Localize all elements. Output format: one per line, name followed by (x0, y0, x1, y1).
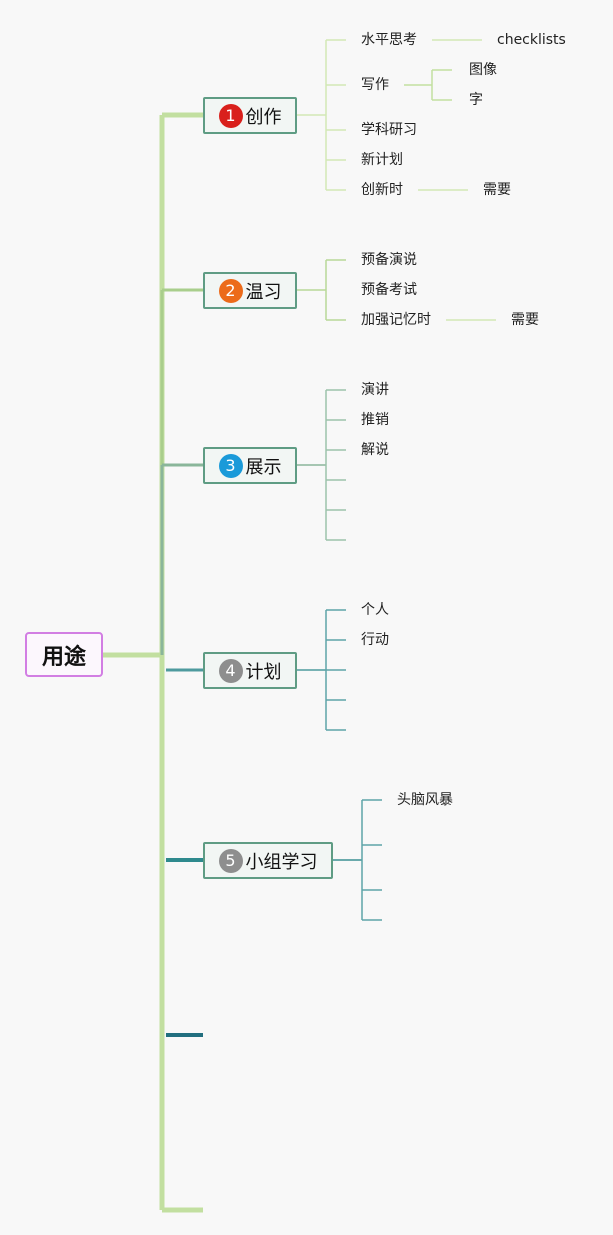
number-badge-icon: 4 (218, 658, 243, 683)
subtopic-label[interactable]: 新计划 (361, 152, 403, 168)
number-badge-icon: 3 (218, 453, 243, 478)
subtopic-label[interactable]: checklists (497, 32, 566, 48)
topic-label: 创作 (245, 106, 282, 128)
subtopic-label[interactable]: 需要 (483, 182, 511, 198)
t1-c2-line (404, 69, 452, 101)
subtopic-label[interactable]: 头脑风暴 (397, 792, 453, 808)
number-badge-icon: 5 (218, 848, 243, 873)
topic-node-3[interactable]: 3 展示 (203, 447, 297, 484)
subtopic-label[interactable]: 水平思考 (361, 32, 417, 48)
number-badge-icon: 2 (218, 278, 243, 303)
subtopic-label[interactable]: 预备演说 (361, 252, 417, 268)
t5-ticks (362, 799, 382, 921)
subtopic-label[interactable]: 演讲 (361, 382, 389, 398)
subtopic-label[interactable]: 预备考试 (361, 282, 417, 298)
subtopic-label[interactable]: 字 (469, 92, 483, 108)
t4-ticks (326, 609, 346, 731)
subtopic-label[interactable]: 解说 (361, 442, 389, 458)
root-node[interactable]: 用途 (25, 632, 103, 677)
t3-ticks (326, 389, 346, 541)
root-label: 用途 (41, 644, 86, 670)
topic-node-4[interactable]: 4 计划 (203, 652, 297, 689)
subtopic-label[interactable]: 行动 (361, 632, 389, 648)
topic-label: 小组学习 (245, 851, 318, 873)
topic-node-2[interactable]: 2 温习 (203, 272, 297, 309)
subtopic-label[interactable]: 个人 (361, 602, 389, 618)
topic-label: 展示 (245, 456, 282, 478)
subtopic-label[interactable]: 推销 (361, 412, 389, 428)
topic-node-1[interactable]: 1 创作 (203, 97, 297, 134)
topic-node-5[interactable]: 5 小组学习 (203, 842, 333, 879)
subtopic-label[interactable]: 学科研习 (361, 122, 417, 138)
t2-ticks (326, 259, 346, 321)
topic-label: 计划 (245, 661, 282, 683)
topic-label: 温习 (245, 281, 282, 303)
t1-ticks (326, 39, 346, 191)
subtopic-label[interactable]: 需要 (511, 312, 539, 328)
subtopic-label[interactable]: 创新时 (361, 182, 403, 198)
subtopic-label[interactable]: 加强记忆时 (361, 312, 431, 328)
number-badge-icon: 1 (218, 103, 243, 128)
subtopic-label[interactable]: 写作 (361, 77, 389, 93)
subtopic-label[interactable]: 图像 (469, 62, 497, 78)
